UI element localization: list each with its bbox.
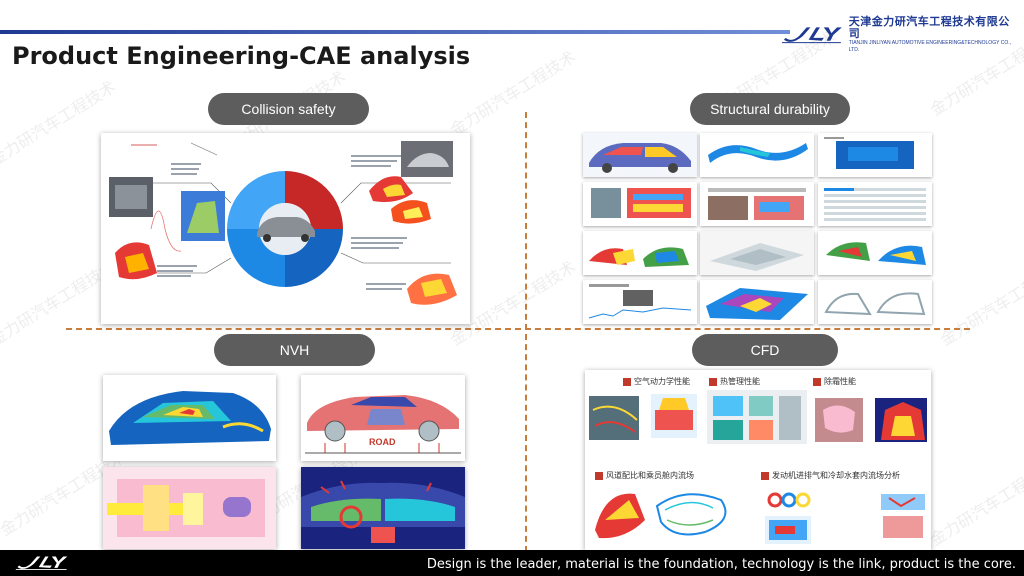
nvh-road-label: ROAD [369,437,396,447]
collision-safety-graphic [101,133,470,324]
cfd-diagram: 空气动力学性能 热管理性能 除霜性能 风道配比和乘员舱内流场 发动机进排气和冷却… [585,370,931,550]
cfd-sub-label: 除霜性能 [824,377,856,386]
quadrant-divider-horizontal [66,328,970,330]
cfd-defrost-label: 除霜性能 [813,376,856,387]
header-accent-bar [0,30,790,34]
nvh-interior-image [301,467,465,549]
footer-slogan: Design is the leader, material is the fo… [426,557,1016,572]
section-label-collision-safety: Collision safety [208,93,369,125]
section-label-structural-durability: Structural durability [690,93,850,125]
durability-thumb-beam [700,133,814,177]
durability-thumb-body-frame [583,133,697,177]
section-label-cfd: CFD [692,334,838,366]
durability-thumb-table [818,182,932,226]
durability-thumb-subframe [818,133,932,177]
quadrant-divider-vertical [525,112,527,552]
durability-thumb-chart [583,280,697,324]
cfd-cabin-flow-label: 风道配比和乘员舱内流场 [595,470,694,481]
cfd-sub-label: 热管理性能 [720,377,760,386]
durability-thumb-parts [583,231,697,275]
red-square-icon [761,471,769,480]
cfd-sub-label: 风道配比和乘员舱内流场 [606,471,694,480]
red-square-icon [623,377,631,386]
durability-thumb-report-2 [700,182,814,226]
company-name-en: TIANJIN JINLIYAN AUTOMOTIVE ENGINEERING&… [848,40,1011,53]
durability-thumb-underbody [700,280,814,324]
cfd-aerodynamics-label: 空气动力学性能 [623,376,690,387]
watermark: 金力研汽车工程技术 [936,257,1024,350]
footer-bar: Design is the leader, material is the fo… [0,550,1024,576]
company-logo-area: 天津金力研汽车工程技术有限公司 TIANJIN JINLIYAN AUTOMOT… [782,16,1014,53]
durability-thumb-platform [700,231,814,275]
watermark: 金力研汽车工程技术 [926,457,1024,550]
cfd-thermal-label: 热管理性能 [709,376,760,387]
jly-logo-icon [15,556,68,570]
durability-thumb-bodyshell [818,280,932,324]
company-name-cn: 天津金力研汽车工程技术有限公司 [848,15,1010,40]
red-square-icon [595,471,603,480]
cfd-sub-label: 空气动力学性能 [634,377,690,386]
red-square-icon [709,377,717,386]
nvh-body-mode-image [103,375,276,461]
cfd-sub-label: 发动机进排气和冷却水套内流场分析 [772,471,900,480]
cfd-engine-flow-label: 发动机进排气和冷却水套内流场分析 [761,470,900,481]
durability-thumb-body-parts [818,231,932,275]
section-label-nvh: NVH [214,334,375,366]
nvh-road-noise-image: ROAD [301,375,465,461]
collision-safety-diagram [101,133,470,324]
jly-logo-icon [782,27,842,44]
page-title: Product Engineering-CAE analysis [12,42,471,70]
nvh-exhaust-image [103,467,276,549]
red-square-icon [813,377,821,386]
durability-thumb-report-1 [583,182,697,226]
